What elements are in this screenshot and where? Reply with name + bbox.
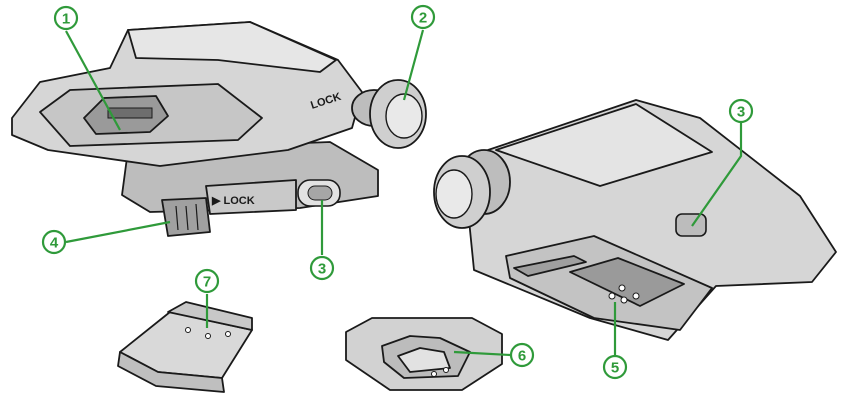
callout-3a: 3 bbox=[309, 255, 335, 281]
foot-cover bbox=[345, 317, 503, 391]
adapter-rear-view bbox=[433, 99, 837, 341]
leader-6 bbox=[453, 350, 511, 357]
callout-1: 1 bbox=[53, 5, 79, 31]
leader-4 bbox=[65, 220, 171, 244]
callout-7: 7 bbox=[194, 268, 220, 294]
callout-label: 4 bbox=[50, 235, 59, 252]
callout-4: 4 bbox=[41, 229, 67, 255]
callout-3b: 3 bbox=[728, 98, 754, 124]
callout-label: 7 bbox=[203, 274, 211, 291]
callout-label: 6 bbox=[518, 348, 526, 365]
hot-shoe-cover bbox=[117, 301, 253, 393]
lock-text-front: ▶ LOCK bbox=[211, 195, 255, 207]
leader-2 bbox=[402, 29, 425, 101]
callout-label: 3 bbox=[737, 104, 745, 121]
leader-3b bbox=[691, 123, 743, 227]
callout-label: 3 bbox=[318, 261, 326, 278]
callout-2: 2 bbox=[410, 4, 436, 30]
callout-label: 2 bbox=[419, 10, 427, 27]
adapter-front-view: LOCK ▶ LOCK bbox=[11, 21, 427, 237]
leader-1 bbox=[65, 30, 121, 131]
callout-label: 1 bbox=[62, 11, 70, 28]
callout-label: 5 bbox=[611, 360, 619, 377]
callout-6: 6 bbox=[509, 342, 535, 368]
callout-5: 5 bbox=[602, 354, 628, 380]
